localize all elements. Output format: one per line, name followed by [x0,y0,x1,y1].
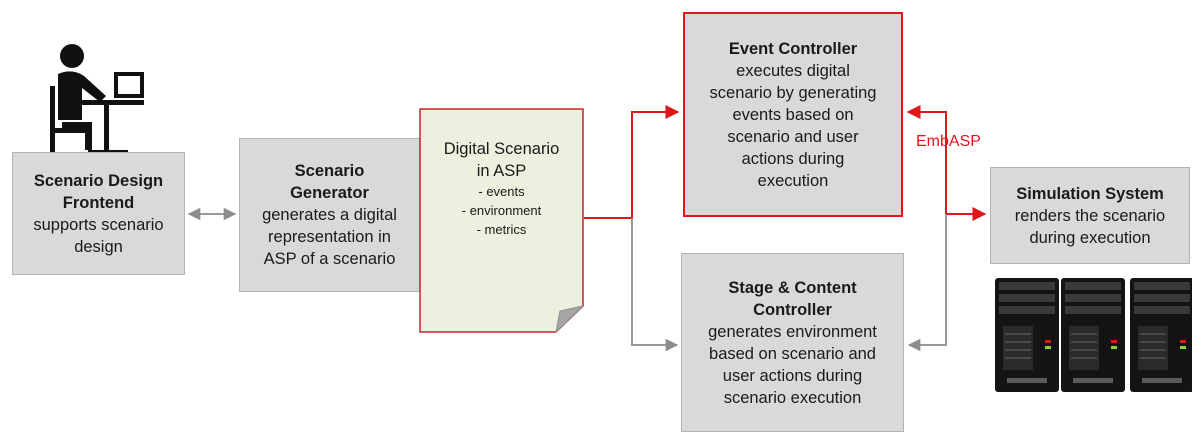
frontend-desc-line2: design [74,237,123,256]
stage-title-line1: Stage & Content [728,278,857,297]
event-desc-line1: executes digital [736,61,850,80]
doc-to-event-arrow [584,105,680,219]
person-at-laptop-icon [50,44,144,154]
simulation-desc-line1: renders the scenario [1014,206,1166,225]
server-tower-icon [995,278,1059,392]
doc-item-environment: - environment [461,203,542,218]
event-desc-line6: execution [757,171,829,190]
event-controller-box: Event Controller executes digital scenar… [683,12,903,217]
scenario-generator-box: Scenario Generator generates a digital r… [239,138,420,292]
stage-desc-line1: generates environment [708,322,877,341]
server-tower-icon [1130,278,1192,392]
doc-item-metrics: - metrics [476,222,527,237]
simulation-to-stage-arrow [907,214,947,352]
doc-title-line2: in ASP [476,162,527,180]
event-desc-line4: scenario and user [727,127,859,146]
event-desc-line2: scenario by generating [709,83,877,102]
server-tower-icon [1061,278,1125,392]
generator-desc-line1: generates a digital [262,206,397,224]
stage-desc-line2: based on scenario and [709,344,876,363]
doc-to-stage-arrow [631,218,679,352]
frontend-desc-line1: supports scenario [33,215,164,234]
event-desc-line3: events based on [732,105,854,124]
scenario-design-frontend-box: Scenario Design Frontend supports scenar… [12,152,185,275]
digital-scenario-text: Digital Scenario in ASP - events - envir… [419,138,584,239]
simulation-desc-line2: during execution [1029,228,1151,247]
stage-desc-line4: scenario execution [723,388,862,407]
frontend-title-line2: Frontend [62,193,135,212]
event-desc-line5: actions during [741,149,845,168]
embasp-to-event-arrow [906,105,947,214]
embasp-label: EmbASP [916,133,981,150]
stage-desc-line3: user actions during [722,366,863,385]
doc-title-line1: Digital Scenario [443,140,560,158]
stage-title-line2: Controller [753,300,832,319]
generator-title-line1: Scenario [294,162,365,180]
simulation-system-box: Simulation System renders the scenario d… [990,167,1190,264]
stage-content-controller-box: Stage & Content Controller generates env… [681,253,904,432]
generator-desc-line2: representation in [268,228,391,246]
generator-desc-line3: ASP of a scenario [263,250,396,268]
doc-item-events: - events [478,184,525,199]
simulation-title: Simulation System [1016,184,1164,203]
generator-title-line2: Generator [290,184,369,202]
event-controller-title: Event Controller [728,39,858,58]
digital-scenario-document [419,108,584,333]
frontend-title-line1: Scenario Design [33,171,164,190]
